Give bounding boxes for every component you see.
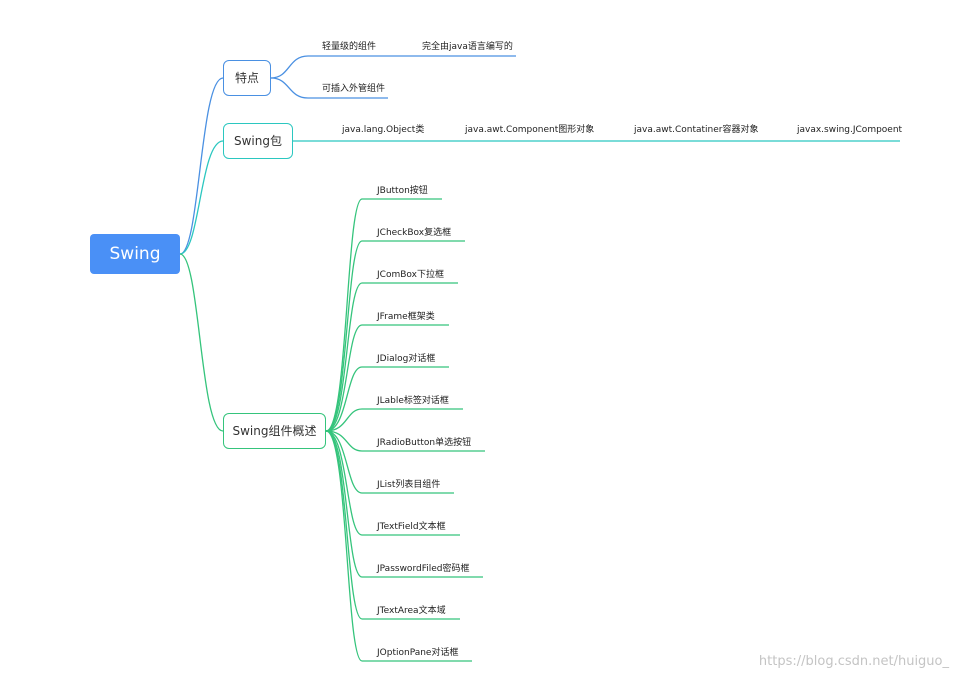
watermark: https://blog.csdn.net/huiguo_ xyxy=(758,654,949,669)
leaf-lightweight-component[interactable]: 轻量级的组件 xyxy=(322,42,377,52)
component-leaf[interactable]: JLable标签对话框 xyxy=(377,396,449,406)
node-component-overview[interactable]: Swing组件概述 xyxy=(223,413,326,449)
link-component-leaf xyxy=(325,240,363,432)
component-leaf[interactable]: JDialog对话框 xyxy=(377,354,436,364)
component-leaf[interactable]: JOptionPane对话框 xyxy=(377,648,459,658)
component-leaf[interactable]: JList列表目组件 xyxy=(377,480,441,490)
link-root-to-features xyxy=(179,77,224,255)
leaf-java-awt-component[interactable]: java.awt.Component图形对象 xyxy=(465,125,595,135)
component-leaf[interactable]: JTextArea文本域 xyxy=(377,606,446,616)
component-leaf[interactable]: JButton按钮 xyxy=(377,186,428,196)
leaf-java-awt-container[interactable]: java.awt.Contatiner容器对象 xyxy=(634,125,759,135)
link-features-lightweight xyxy=(270,55,309,79)
component-leaf[interactable]: JComBox下拉框 xyxy=(377,270,444,280)
leaf-java-lang-object[interactable]: java.lang.Object类 xyxy=(342,125,425,135)
link-component-leaf xyxy=(325,366,363,432)
root-node-swing[interactable]: Swing xyxy=(90,234,180,274)
link-component-leaf xyxy=(325,282,363,432)
link-component-leaf xyxy=(325,408,363,432)
link-component-leaf xyxy=(325,430,363,494)
node-swing-package[interactable]: Swing包 xyxy=(223,123,293,159)
link-component-leaf xyxy=(325,430,363,620)
node-features[interactable]: 特点 xyxy=(223,60,271,96)
link-root-to-package xyxy=(179,140,224,255)
link-features-pluggable xyxy=(270,77,309,99)
component-leaf[interactable]: JRadioButton单选按钮 xyxy=(377,438,472,448)
leaf-pluggable-component[interactable]: 可插入外管组件 xyxy=(322,84,386,94)
link-component-leaf xyxy=(325,324,363,432)
component-leaf[interactable]: JPasswordFiled密码框 xyxy=(377,564,470,574)
component-leaf[interactable]: JFrame框架类 xyxy=(377,312,435,322)
leaf-pure-java[interactable]: 完全由java语言编写的 xyxy=(422,42,513,52)
component-leaf[interactable]: JTextField文本框 xyxy=(377,522,446,532)
link-component-leaf xyxy=(325,198,363,432)
link-root-to-components xyxy=(179,253,224,432)
link-component-leaf xyxy=(325,430,363,662)
leaf-javax-swing-jcomponent[interactable]: javax.swing.JCompoent xyxy=(797,125,903,135)
component-leaf[interactable]: JCheckBox复选框 xyxy=(377,228,452,238)
